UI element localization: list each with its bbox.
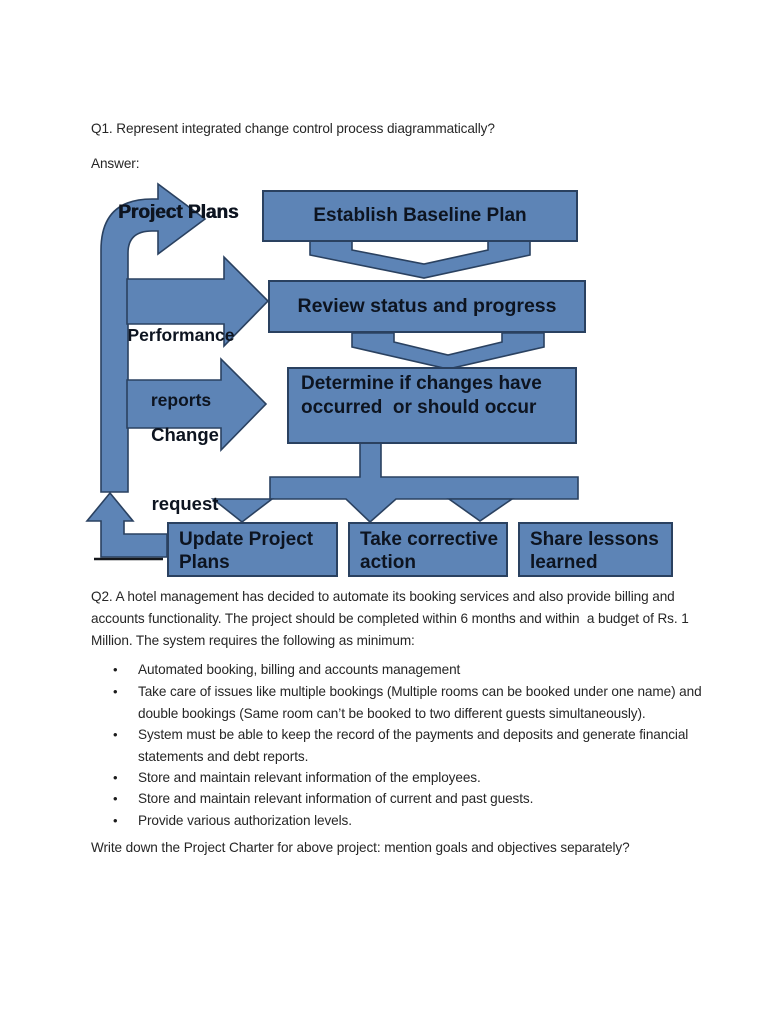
node-establish-baseline-plan: Establish Baseline Plan [262, 190, 578, 242]
bullet-icon [113, 791, 138, 806]
question-2-line: Million. The system requires the followi… [91, 633, 415, 648]
list-item-text: double bookings (Same room can’t be book… [138, 706, 646, 721]
label-performance-reports: Performance reports [123, 282, 239, 454]
node-determine-changes: Determine if changes have occurred or sh… [287, 367, 577, 444]
list-item: Automated booking, billing and accounts … [113, 662, 460, 677]
node-label-line: learned [530, 551, 598, 573]
bullet-icon [113, 684, 138, 699]
label-change-request: Change request [133, 377, 237, 561]
question-1: Q1. Represent integrated change control … [91, 121, 495, 136]
node-label: Establish Baseline Plan [313, 205, 527, 226]
node-label-line: Determine if changes have [301, 373, 542, 394]
bullet-icon [113, 662, 138, 677]
node-update-project-plans: Update Project Plans [167, 522, 338, 577]
question-2-line: Q2. A hotel management has decided to au… [91, 589, 675, 604]
node-label-line: Take corrective [360, 529, 499, 550]
bullet-icon [113, 727, 138, 742]
split-right-arrowhead [446, 498, 515, 522]
bullet-icon [113, 813, 138, 828]
split-connector-center-arrow [269, 442, 579, 524]
node-share-lessons-learned: Share lessons learned [518, 522, 673, 577]
list-item-text: Store and maintain relevant information … [138, 791, 534, 806]
label-line: Performance [127, 325, 235, 345]
list-item: Provide various authorization levels. [113, 813, 352, 828]
change-right-arrow [126, 357, 268, 452]
node-label-line: Plans [179, 551, 230, 573]
list-item-text: Automated booking, billing and accounts … [138, 662, 461, 677]
node-label: Review status and progress [297, 295, 557, 317]
node-label-line: Update Project [179, 529, 314, 550]
down-chevron-2 [351, 332, 545, 370]
node-label-line: Share lessons [530, 529, 659, 550]
list-item: Store and maintain relevant information … [113, 770, 481, 785]
list-item: Store and maintain relevant information … [113, 791, 533, 806]
question-2-line: accounts functionality. The project shou… [91, 611, 689, 626]
label-line: request [151, 493, 219, 514]
answer-label: Answer: [91, 156, 140, 171]
node-take-corrective-action: Take corrective action [348, 522, 508, 577]
closing-question: Write down the Project Charter for above… [91, 840, 630, 855]
label-line: Change [151, 424, 219, 445]
node-label-line: occurred or should occur [301, 396, 537, 418]
node-label-line: action [360, 551, 416, 573]
list-item-text: Take care of issues like multiple bookin… [138, 684, 702, 699]
list-item-text: Store and maintain relevant information … [138, 770, 481, 785]
node-review-status: Review status and progress [268, 280, 586, 333]
list-item-text: statements and debt reports. [138, 749, 309, 764]
label-project-plans: Project Plans [118, 202, 239, 223]
performance-right-arrow [126, 255, 270, 348]
list-item: Take care of issues like multiple bookin… [113, 684, 702, 699]
bullet-icon [113, 770, 138, 785]
list-item-text: System must be able to keep the record o… [138, 727, 689, 742]
split-left-arrowhead [210, 498, 275, 524]
list-item-text: Provide various authorization levels. [138, 813, 352, 828]
label-line: reports [150, 389, 212, 410]
list-item: System must be able to keep the record o… [113, 727, 688, 742]
down-chevron-1 [309, 240, 531, 279]
